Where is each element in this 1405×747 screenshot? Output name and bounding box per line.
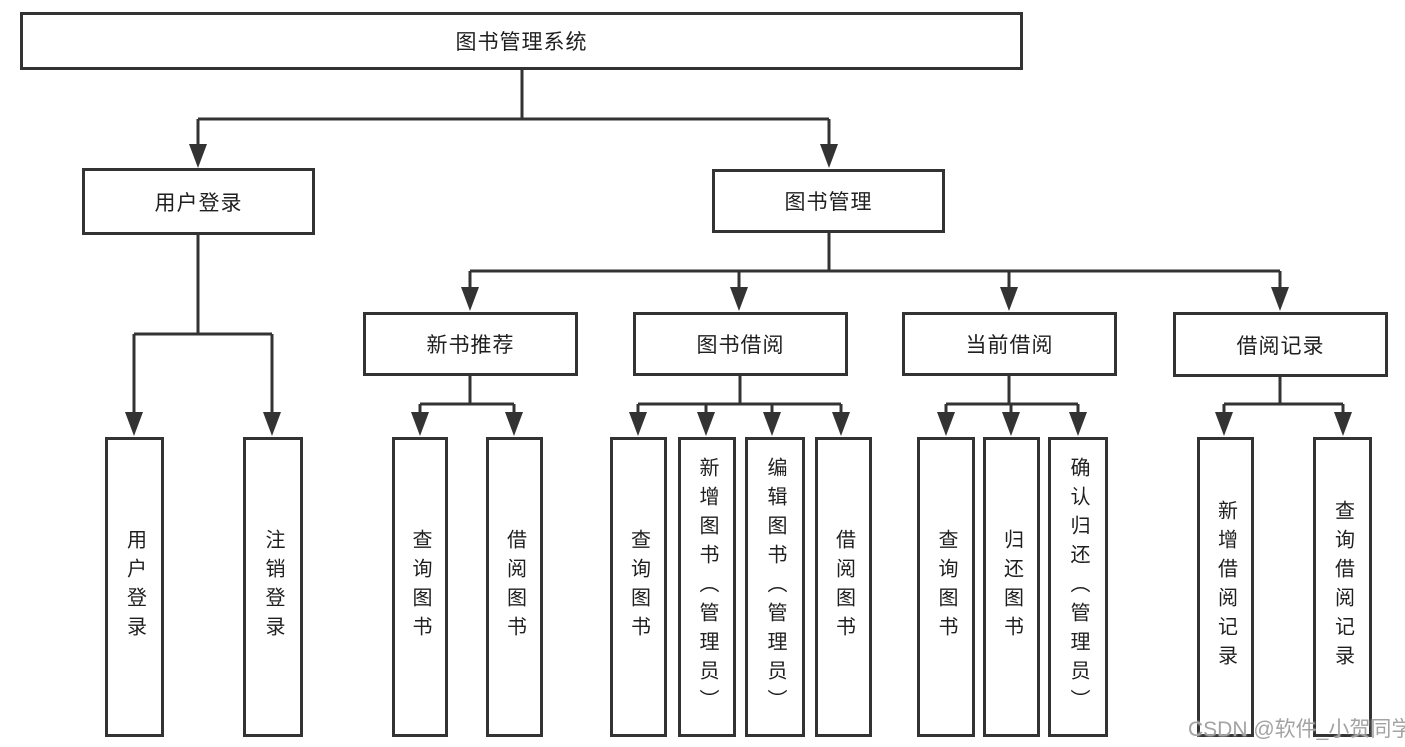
node-leaf-bb-query-books: 查询图书 (610, 437, 667, 737)
node-leaf-nb-query-books: 查询图书 (392, 437, 448, 737)
arrowhead-new-book-recommend (461, 287, 479, 311)
node-new-book-recommend: 新书推荐 (363, 312, 578, 376)
node-book-management: 图书管理 (712, 169, 945, 233)
connector-book-management-children (468, 233, 1282, 289)
arrowhead-borrowing-records (1271, 287, 1289, 311)
node-leaf-br-query-record: 查询借阅记录 (1313, 437, 1372, 737)
node-leaf-cb-return-books: 归还图书 (983, 437, 1040, 737)
arrowhead-bb-borrow (832, 412, 850, 436)
node-book-borrowing: 图书借阅 (633, 312, 848, 376)
arrowhead-cb-return (1002, 412, 1020, 436)
node-leaf-logout: 注销登录 (243, 437, 303, 737)
node-user-login: 用户登录 (82, 168, 315, 235)
node-leaf-user-login: 用户登录 (105, 437, 164, 737)
arrowhead-cb-confirm (1069, 412, 1087, 436)
node-leaf-br-add-record: 新增借阅记录 (1197, 437, 1254, 737)
node-leaf-nb-borrow-books: 借阅图书 (486, 437, 543, 737)
connector-new-book-children (418, 376, 516, 414)
node-leaf-cb-confirm-return-admin: 确认归还（管理员） (1048, 437, 1108, 737)
csdn-watermark: CSDN @软件_小贺同学 (1188, 718, 1405, 741)
arrowhead-book-borrowing (730, 287, 748, 311)
arrowhead-bb-edit (763, 412, 781, 436)
arrowhead-br-query (1334, 412, 1352, 436)
arrowhead-nb-borrow (505, 412, 523, 436)
arrowhead-nb-query (411, 412, 429, 436)
node-leaf-bb-borrow-books: 借阅图书 (815, 437, 872, 737)
node-leaf-bb-edit-books-admin: 编辑图书（管理员） (745, 437, 805, 737)
connector-user-login-children (132, 235, 274, 414)
arrowhead-logout (263, 412, 281, 436)
connector-records-children (1222, 377, 1345, 414)
connector-current-children (944, 376, 1080, 414)
node-borrowing-records: 借阅记录 (1173, 312, 1388, 377)
arrowhead-user-login (189, 144, 207, 168)
node-root-system: 图书管理系统 (20, 12, 1023, 70)
node-leaf-bb-add-books-admin: 新增图书（管理员） (678, 437, 736, 737)
node-current-borrowing: 当前借阅 (902, 312, 1117, 376)
node-leaf-cb-query-books: 查询图书 (917, 437, 975, 737)
arrowhead-login (125, 412, 143, 436)
connector-borrowing-children (636, 376, 843, 414)
arrowhead-bb-query (629, 412, 647, 436)
arrowhead-current-borrowing (1000, 287, 1018, 311)
arrowhead-bb-add (697, 412, 715, 436)
connector-root-to-level2 (196, 70, 831, 146)
arrowhead-br-add (1215, 412, 1233, 436)
arrowhead-cb-query (937, 412, 955, 436)
arrowhead-book-management (820, 144, 838, 168)
